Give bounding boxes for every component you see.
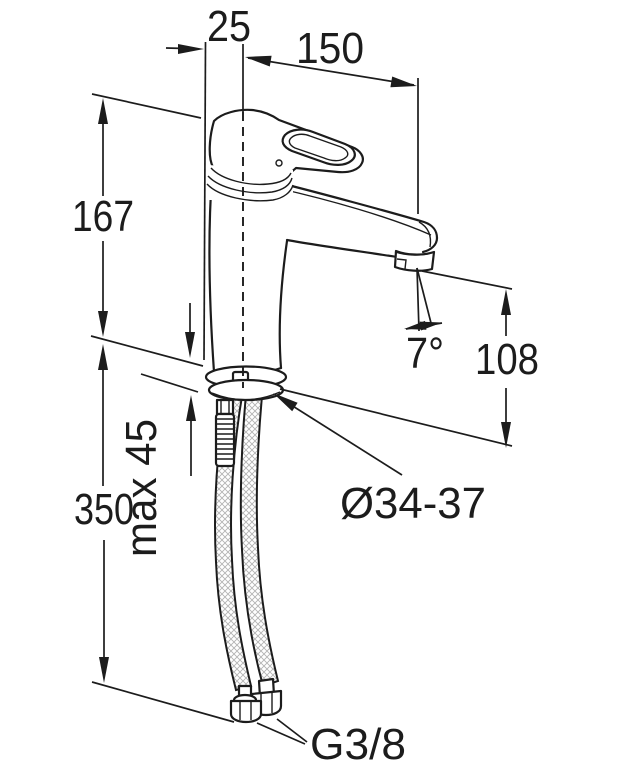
dimension-hose-length: 350 (74, 344, 235, 723)
dimension-label-7deg: 7° (406, 329, 444, 378)
dimension-connection-thread: G3/8 (256, 718, 406, 769)
dimension-handle-offset: 25 (165, 2, 251, 361)
base-flange (204, 365, 288, 402)
neck-rings (206, 165, 294, 202)
dimension-label-g38: G3/8 (310, 720, 406, 769)
dimension-max-deck-thickness: max 45 (117, 303, 196, 557)
dimension-label-25: 25 (207, 2, 251, 51)
dimension-label-150: 150 (296, 24, 364, 73)
spout (270, 179, 439, 259)
dimension-label-108: 108 (475, 335, 539, 384)
aerator (393, 249, 436, 272)
dimension-spout-angle: 7° (404, 267, 444, 378)
dimension-label-167: 167 (72, 192, 134, 241)
dimension-spout-reach: 150 (245, 24, 419, 214)
dimension-label-hole: Ø34-37 (340, 479, 486, 528)
washer (207, 378, 285, 402)
hose-nut-left (229, 684, 263, 724)
handle-pin (275, 159, 283, 167)
dimension-total-height: 167 (72, 93, 202, 337)
dimension-label-350: 350 (74, 485, 134, 534)
dimension-label-max45: max 45 (117, 419, 166, 557)
dimension-spout-height: 108 (421, 270, 539, 448)
mounting-stud (214, 398, 236, 468)
faucet-illustration (204, 108, 439, 724)
countertop-lines (90, 335, 513, 447)
supply-hose-right (239, 372, 280, 688)
dimension-hole-diameter: Ø34-37 (273, 393, 486, 528)
lever-handle (208, 108, 364, 184)
